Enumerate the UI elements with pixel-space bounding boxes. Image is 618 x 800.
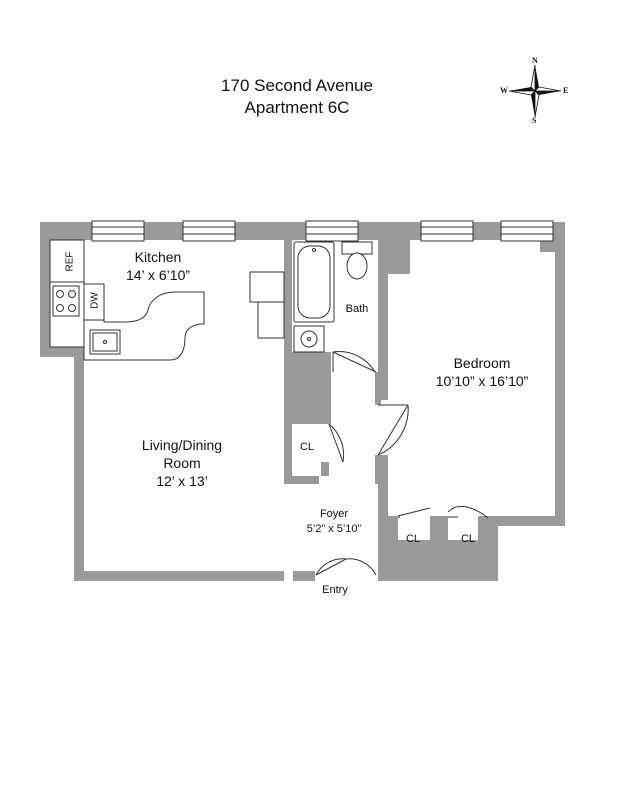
compass-icon	[508, 64, 562, 118]
living-room-label-line2: Room	[163, 455, 201, 471]
bath-label: Bath	[345, 303, 369, 315]
foyer-closet-label: CL	[299, 441, 315, 453]
ref-label: REF	[64, 251, 76, 272]
toilet-bowl	[346, 252, 368, 280]
refrigerator	[49, 239, 85, 283]
compass-south-label: S	[532, 116, 537, 125]
windows	[91, 220, 554, 242]
bedroom-label: Bedroom	[453, 355, 511, 371]
wall-details	[284, 352, 488, 540]
foyer-dimensions: 5’2” x 5’10”	[306, 523, 362, 535]
compass-east-label: E	[563, 86, 569, 95]
bedroom-dimensions: 10’10” x 16’10”	[435, 373, 529, 389]
compass-west-label: W	[500, 86, 508, 95]
kitchen-dimensions: 14’ x 6’10”	[125, 267, 191, 283]
foyer-label: Foyer	[319, 508, 349, 520]
dw-label: DW	[89, 292, 101, 309]
toilet-tank	[341, 241, 373, 255]
entry-label: Entry	[322, 584, 348, 596]
living-room-dimensions: 12’ x 13’	[156, 473, 208, 489]
compass-north-label: N	[532, 56, 538, 65]
address-title: 170 Second Avenue	[221, 76, 373, 95]
bath-fixtures	[293, 241, 373, 353]
doors	[315, 351, 489, 576]
bedroom-closet-2-label: CL	[460, 533, 476, 545]
apartment-title: Apartment 6C	[244, 98, 350, 117]
kitchen-label: Kitchen	[134, 249, 182, 265]
stove	[52, 285, 80, 317]
kitchen-fixtures	[49, 239, 285, 361]
living-room-label-line1: Living/Dining	[141, 437, 223, 453]
bedroom-closet-1-label: CL	[405, 533, 421, 545]
